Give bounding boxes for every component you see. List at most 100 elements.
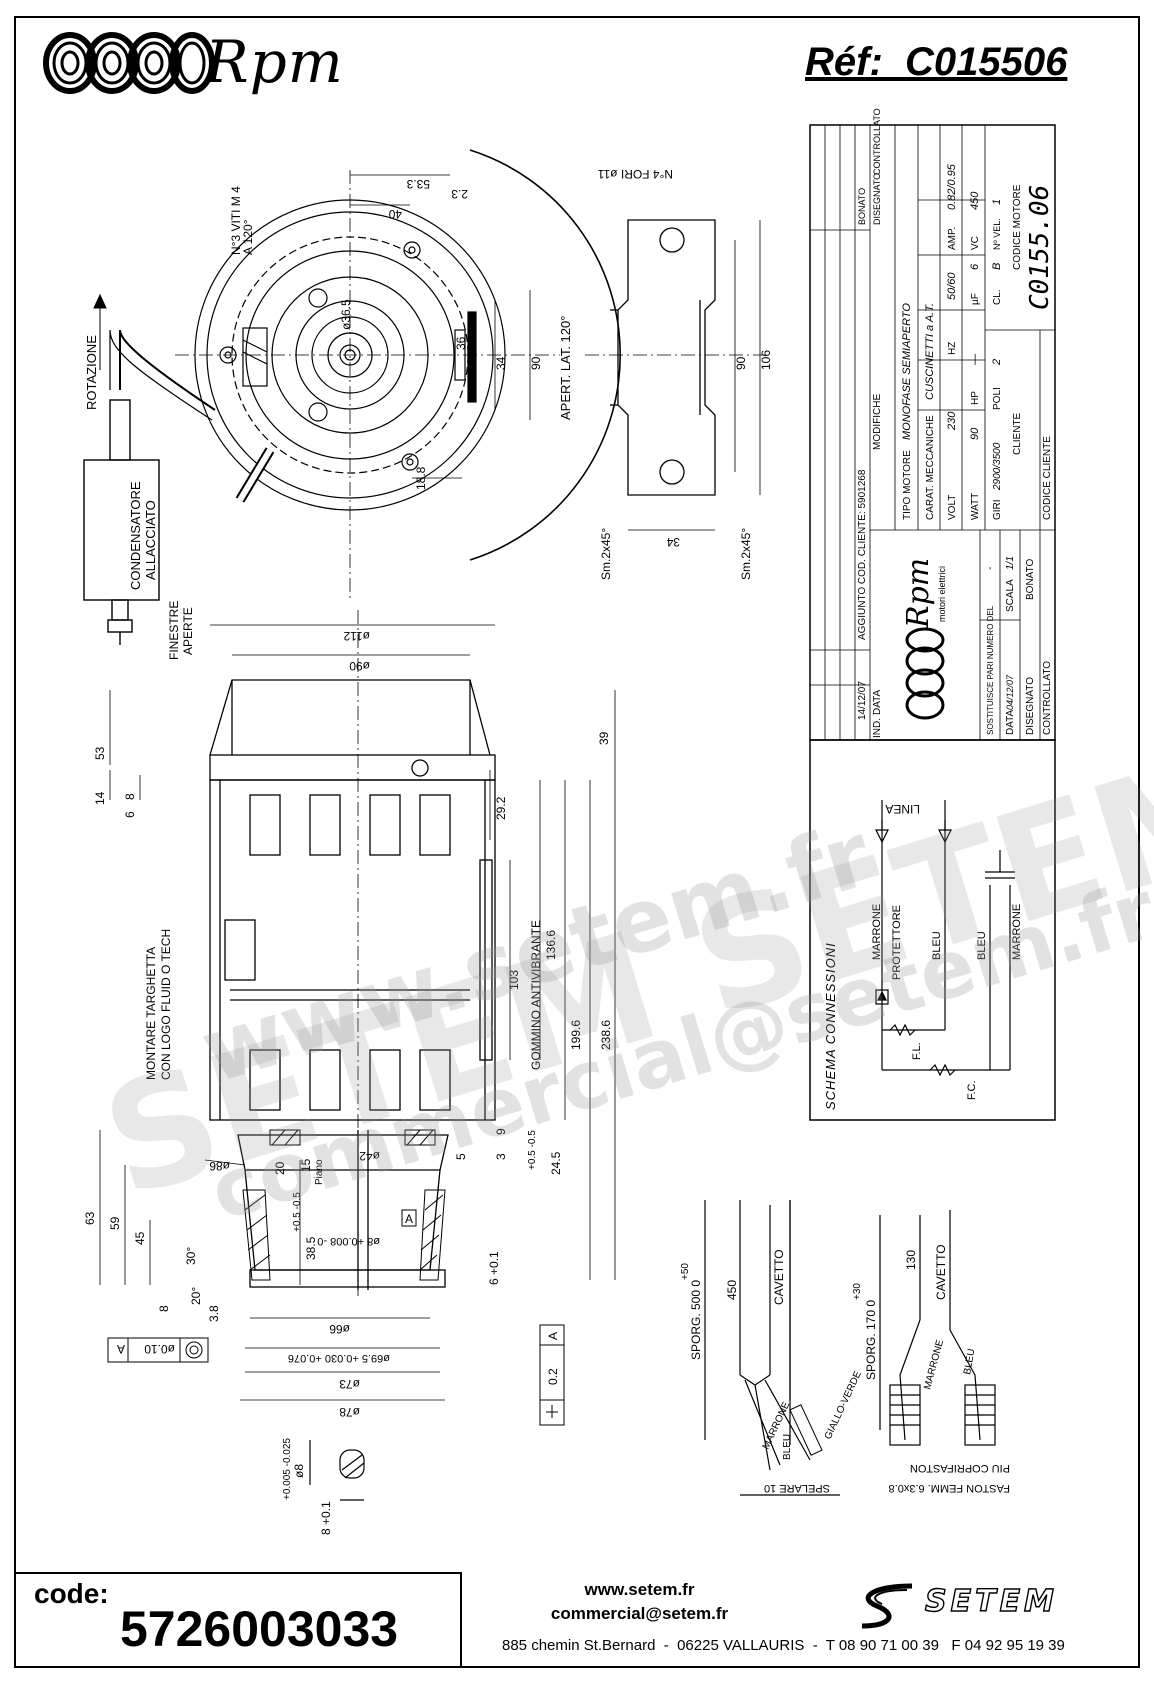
side-dim-diam-42: ø42 <box>359 1149 380 1163</box>
side-dim-9: 9 <box>494 1128 508 1135</box>
bracket-view <box>610 219 716 496</box>
side-antivibration-label: GOMMINO ANTIVIBRANTE <box>529 920 543 1070</box>
cable-2-tol: +30 <box>852 1283 863 1300</box>
cable-1 <box>704 1200 840 1496</box>
col-modifiche: MODIFICHE <box>872 394 883 450</box>
poli-value: 2 <box>991 359 1003 366</box>
cable-2-sporg: SPORG. 170 0 <box>864 1300 878 1380</box>
side-dim-diam-90: ø90 <box>349 659 370 673</box>
key-tol: +0.005 -0.025 <box>282 1438 293 1500</box>
schema-fl: F.L. <box>911 1042 923 1060</box>
setem-logo-icon <box>861 1583 913 1629</box>
side-dim-3: 3 <box>494 1153 508 1160</box>
cable-1-cavetto: CAVETTO <box>772 1249 786 1305</box>
cable-2-connector-1: PIU COPRIFASTON <box>910 1462 1010 1474</box>
col-controllato: CONTROLLATO <box>872 108 882 175</box>
cable-2 <box>879 1210 996 1446</box>
side-dim-53: 53 <box>93 746 107 760</box>
codice-motore-label: CODICE MOTORE <box>1012 184 1023 270</box>
bracket-dim-106: 106 <box>759 350 773 370</box>
concentricity-value: ø0.10 <box>144 1342 175 1356</box>
side-dim-199-6: 199.6 <box>569 1020 583 1050</box>
side-hatch <box>242 1129 446 1281</box>
side-dim-136-6: 136.6 <box>544 930 558 960</box>
side-windows-label-1: FINESTRE <box>167 601 181 660</box>
volt-label: VOLT <box>947 495 958 520</box>
cable-1-dim-450: 450 <box>725 1280 739 1300</box>
side-dim-diam-73: ø73 <box>339 1377 360 1391</box>
side-dim-14: 14 <box>93 791 107 805</box>
hp-value: — <box>969 354 981 365</box>
cable-1-sporg: SPORG. 500 0 <box>689 1280 703 1360</box>
front-screws-note: N°3 VITI M 4 <box>229 186 243 255</box>
schema-bleu-2: BLEU <box>976 931 988 960</box>
title-block-logo-sub: motori elettrici <box>937 566 947 622</box>
side-angle-20: 20° <box>189 1287 203 1305</box>
col-data: DATA <box>872 689 883 715</box>
side-angle-30: 30° <box>184 1247 198 1265</box>
cable-2-dim-130: 130 <box>904 1250 918 1270</box>
side-dim-5: 5 <box>454 1153 468 1160</box>
side-tol-05: +0.5 -0.5 <box>527 1130 538 1170</box>
front-dim-40: 40 <box>388 207 402 221</box>
perpendicularity-datum: A <box>546 1332 560 1340</box>
schema-wiring <box>875 820 1015 1077</box>
schema-title: SCHEMA CONNESSIONI <box>823 942 838 1110</box>
footer-email[interactable]: commercial@setem.fr <box>550 1604 729 1623</box>
cable-1-strip: SPELARE 10 <box>764 1482 830 1494</box>
setem-company-name: SETEM <box>924 1583 1058 1619</box>
sostituisce-value: - <box>985 567 996 570</box>
cl-label: CL. <box>992 289 1003 305</box>
watt-value: 90 <box>969 427 981 440</box>
motor-type-label: TIPO MOTORE <box>902 450 913 520</box>
mech-value: CUSCINETTI a A.T. <box>924 303 936 400</box>
code-label: code: <box>34 1578 109 1609</box>
bracket-chamfer-left: Sm.2x45° <box>599 528 613 580</box>
motor-type: MONOFASE SEMIAPERTO <box>901 303 913 440</box>
data-label: DATA <box>1005 709 1016 735</box>
col-disegnato: DISEGNATO <box>872 173 882 225</box>
side-windows-label-2: APERTE <box>181 607 195 655</box>
volt-value: 230 <box>946 411 958 431</box>
perpendicularity-frame <box>539 1324 565 1426</box>
codice-motore: C0155.06 <box>1025 185 1055 310</box>
disegnato-value: BONATO <box>1025 558 1036 600</box>
side-view <box>209 679 496 1290</box>
rev-date: 14/12/07 <box>857 681 868 720</box>
schema-protettore: PROTETTORE <box>891 905 903 980</box>
front-dim-diam-36-5: ø36.5 <box>339 299 353 330</box>
hz-value: 50/60 <box>946 272 958 300</box>
nvel-label: Nº VEL. <box>992 218 1002 250</box>
cable-1-tol: +50 <box>680 1263 691 1280</box>
giri-label: GIRI <box>992 499 1003 520</box>
concentricity-frame <box>107 1337 209 1363</box>
bracket-dim-34: 34 <box>666 535 680 549</box>
side-dim-38-5: 38.5 <box>304 1236 318 1260</box>
side-piano: Piano <box>314 1159 325 1185</box>
side-dim-diam-86: ø86 <box>209 1159 230 1173</box>
cable-2-connector-2: FASTON FEMM. 6.3x0.8 <box>889 1482 1010 1494</box>
footer-website[interactable]: www.setem.fr <box>584 1580 695 1599</box>
schema-terminals-icon <box>875 800 952 844</box>
watt-label: WATT <box>970 493 981 520</box>
rpm-logo-icon <box>43 32 215 94</box>
codice-cliente-label: CODICE CLIENTE <box>1042 436 1053 520</box>
side-dim-diam-69-5: ø69.5 +0.030 +0.076 <box>288 1352 390 1364</box>
rotation-arrow-icon <box>93 293 107 370</box>
side-dim-15: 15 <box>299 1158 313 1172</box>
cable-1-wire-2: BLEU <box>782 1434 793 1460</box>
vc-label: VC <box>970 236 981 250</box>
cable-2-cavetto: CAVETTO <box>934 1244 948 1300</box>
side-dim-diam-78: ø78 <box>339 1405 360 1419</box>
reference-number: Réf: C015506 <box>805 40 1068 84</box>
title-block-logo-brand: Rpm <box>901 558 936 629</box>
side-dimension-lines <box>99 624 616 1401</box>
hp-label: HP <box>970 391 981 405</box>
giri-value: 2900/3500 <box>992 442 1003 491</box>
cliente-label: CLIENTE <box>1012 412 1023 455</box>
footer-address: 885 chemin St.Bernard - 06225 VALLAURIS … <box>502 1637 1065 1654</box>
disegnato-label: DISEGNATO <box>1025 677 1036 735</box>
perpendicularity-value: 0.2 <box>546 1368 560 1385</box>
cable-2-wire-2: BLEU <box>962 1348 977 1376</box>
